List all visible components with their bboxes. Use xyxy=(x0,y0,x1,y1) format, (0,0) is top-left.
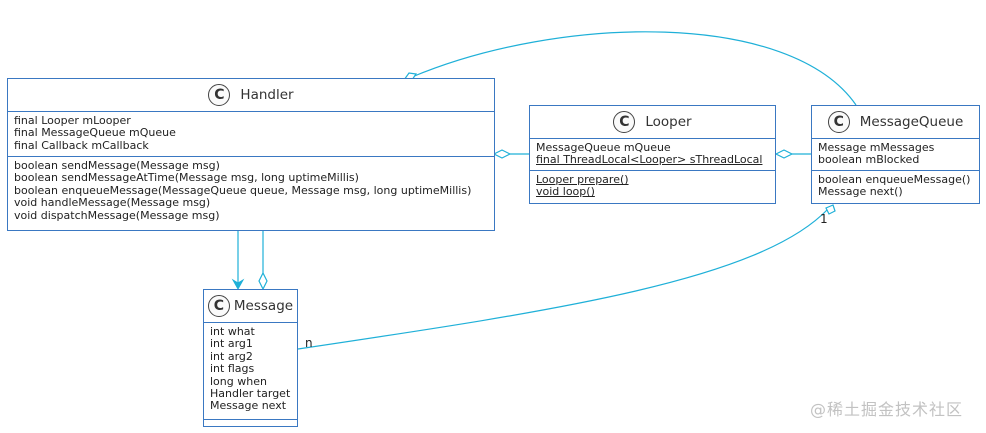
fields-section: final Looper mLooper final MessageQueue … xyxy=(8,111,494,156)
class-header: C Handler xyxy=(8,79,494,111)
methods-section: boolean sendMessage(Message msg) boolean… xyxy=(8,156,494,225)
dependency-arrowhead xyxy=(231,278,245,291)
aggregation-diamond-looper-right xyxy=(774,149,794,159)
field: final Callback mCallback xyxy=(14,138,149,152)
class-header: C Looper xyxy=(530,106,775,138)
field: Message mMessages xyxy=(818,141,935,154)
class-name: Handler xyxy=(240,87,294,103)
multiplicity-queue-side: 1 xyxy=(820,212,828,226)
class-name: Looper xyxy=(645,114,692,130)
methods-section: boolean enqueueMessage() Message next() xyxy=(812,170,979,202)
class-badge-icon: C xyxy=(208,84,231,106)
handler-class: C Handler final Looper mLooper final Mes… xyxy=(7,78,495,231)
class-header: C Message xyxy=(204,290,297,322)
methods-section xyxy=(204,419,297,426)
method: boolean enqueueMessage() xyxy=(818,173,971,186)
method: boolean enqueueMessage(MessageQueue queu… xyxy=(14,183,472,197)
field: int arg1 xyxy=(210,337,253,351)
field: boolean mBlocked xyxy=(818,153,920,167)
method: boolean sendMessage(Message msg) xyxy=(14,159,220,172)
field: final MessageQueue mQueue xyxy=(14,126,176,140)
handler-messagequeue-aggregation xyxy=(411,31,857,106)
fields-section: MessageQueue mQueue final ThreadLocal<Lo… xyxy=(530,138,775,170)
multiplicity-message-side: n xyxy=(305,336,313,350)
methods-section: Looper prepare() void loop() xyxy=(530,170,775,202)
messagequeue-class: C MessageQueue Message mMessages boolean… xyxy=(811,105,980,204)
field: final ThreadLocal<Looper> sThreadLocal xyxy=(536,153,763,167)
field: final Looper mLooper xyxy=(14,114,131,127)
field: Handler target xyxy=(210,387,291,401)
message-class: C Message int what int arg1 int arg2 int… xyxy=(203,289,298,427)
fields-section: int what int arg1 int arg2 int flags lon… xyxy=(204,322,297,419)
field: int flags xyxy=(210,362,255,376)
field: int what xyxy=(210,325,255,338)
field: Message next xyxy=(210,399,287,413)
field: MessageQueue mQueue xyxy=(536,141,671,154)
method: void dispatchMessage(Message msg) xyxy=(14,208,220,222)
class-badge-icon: C xyxy=(827,111,850,133)
method: void handleMessage(Message msg) xyxy=(14,196,211,210)
method: Looper prepare() xyxy=(536,173,629,186)
aggregation-diamond-message-top xyxy=(258,271,268,291)
watermark: @稀土掘金技术社区 xyxy=(810,400,964,419)
method: void loop() xyxy=(536,185,595,199)
class-header: C MessageQueue xyxy=(812,106,979,138)
fields-section: Message mMessages boolean mBlocked xyxy=(812,138,979,170)
field: int arg2 xyxy=(210,349,253,363)
class-name: Message xyxy=(233,298,294,314)
looper-class: C Looper MessageQueue mQueue final Threa… xyxy=(529,105,776,204)
field: long when xyxy=(210,374,267,388)
method: boolean sendMessageAtTime(Message msg, l… xyxy=(14,171,359,185)
class-name: MessageQueue xyxy=(859,114,964,130)
method: Message next() xyxy=(818,185,903,199)
class-badge-icon: C xyxy=(207,295,230,317)
aggregation-diamond-messagequeue-bottom xyxy=(825,204,836,215)
messagequeue-message-association xyxy=(297,208,829,350)
aggregation-diamond-handler-right xyxy=(492,149,512,159)
class-badge-icon: C xyxy=(613,111,636,133)
